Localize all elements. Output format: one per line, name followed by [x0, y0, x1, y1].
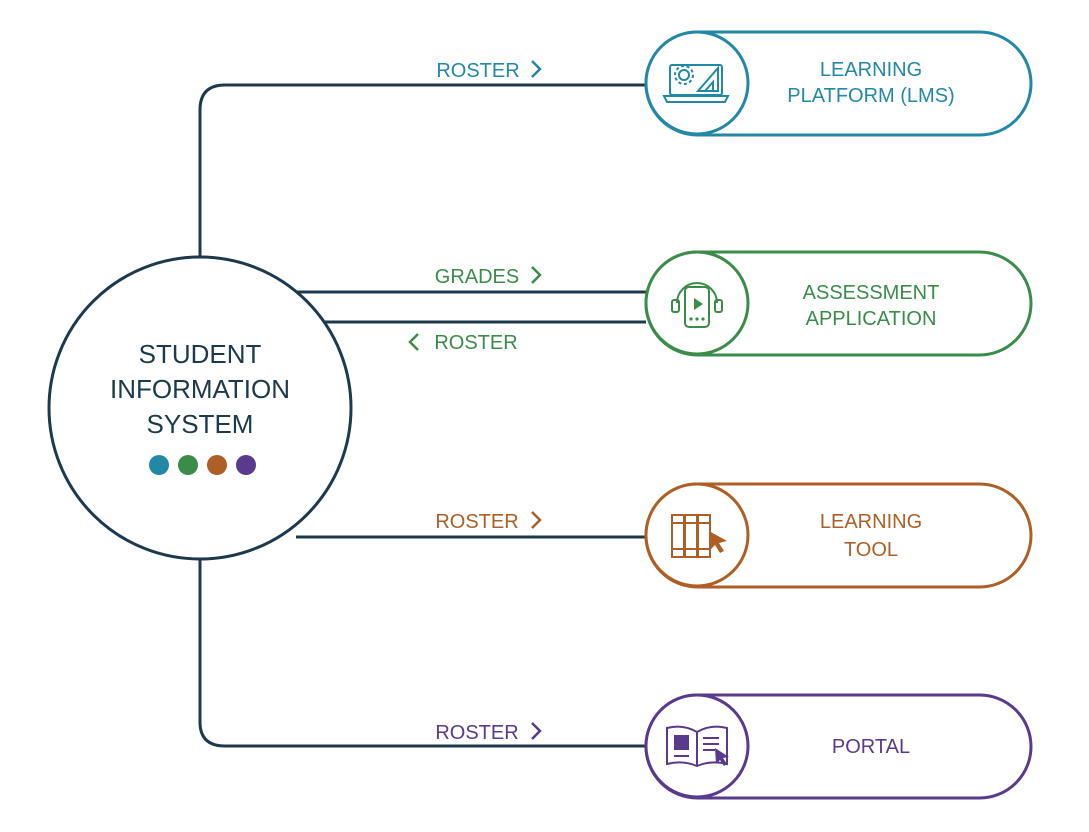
system-learning-tool: LEARNING TOOL: [644, 482, 1033, 589]
flow-label: GRADES: [435, 266, 519, 288]
system-label-line-1: PORTAL: [832, 736, 910, 758]
system-label-line-2: TOOL: [844, 539, 898, 561]
system-portal: PORTAL: [644, 693, 1033, 800]
arrow-right-icon: [531, 60, 542, 78]
hub-title-line-1: STUDENT: [139, 339, 262, 369]
connector-portal: [198, 560, 646, 748]
system-label-line-1: LEARNING: [820, 59, 922, 81]
laptop-gear-ruler-icon: [662, 64, 730, 103]
system-label-line-1: ASSESSMENT: [803, 282, 940, 304]
open-book-cursor-icon: [666, 725, 729, 768]
hub-dot-orange: [207, 455, 227, 475]
system-label-line-1: LEARNING: [820, 511, 922, 533]
flow-label: ROSTER: [436, 60, 519, 82]
hub-dot-purple: [236, 455, 256, 475]
arrow-right-icon: [531, 266, 542, 284]
system-learning-platform: LEARNING PLATFORM (LMS): [644, 30, 1033, 137]
hub-dot-green: [178, 455, 198, 475]
flow-labels: ROSTER GRADES ROSTER ROSTER ROSTER: [408, 60, 542, 744]
hub-dot-blue: [149, 455, 169, 475]
flow-lms-roster: ROSTER: [436, 60, 542, 82]
connector-lms: [198, 83, 646, 258]
icon-circle: [644, 30, 750, 136]
phone-headphones-icon: [671, 282, 723, 328]
flow-portal-roster: ROSTER: [435, 722, 542, 744]
hub-color-dots: [149, 455, 256, 475]
hub-title-line-3: SYSTEM: [147, 409, 254, 439]
connector-lines: [198, 83, 646, 748]
system-label-line-2: APPLICATION: [806, 308, 937, 330]
hub-student-information-system: STUDENT INFORMATION SYSTEM: [47, 255, 353, 561]
arrow-right-icon: [531, 511, 542, 529]
flow-label: ROSTER: [435, 722, 518, 744]
flow-label: ROSTER: [434, 332, 517, 354]
flow-assessment-grades: GRADES: [435, 266, 542, 288]
system-assessment-application: ASSESSMENT APPLICATION: [644, 250, 1033, 357]
flow-assessment-roster: ROSTER: [408, 332, 518, 354]
arrow-right-icon: [531, 722, 542, 740]
system-label-line-2: PLATFORM (LMS): [787, 85, 954, 107]
hub-circle: [47, 255, 353, 561]
flow-learning-tool-roster: ROSTER: [435, 511, 542, 533]
hub-title-line-2: INFORMATION: [110, 374, 290, 404]
flow-label: ROSTER: [435, 511, 518, 533]
arrow-left-icon: [408, 333, 419, 351]
books-cursor-icon: [671, 514, 727, 558]
